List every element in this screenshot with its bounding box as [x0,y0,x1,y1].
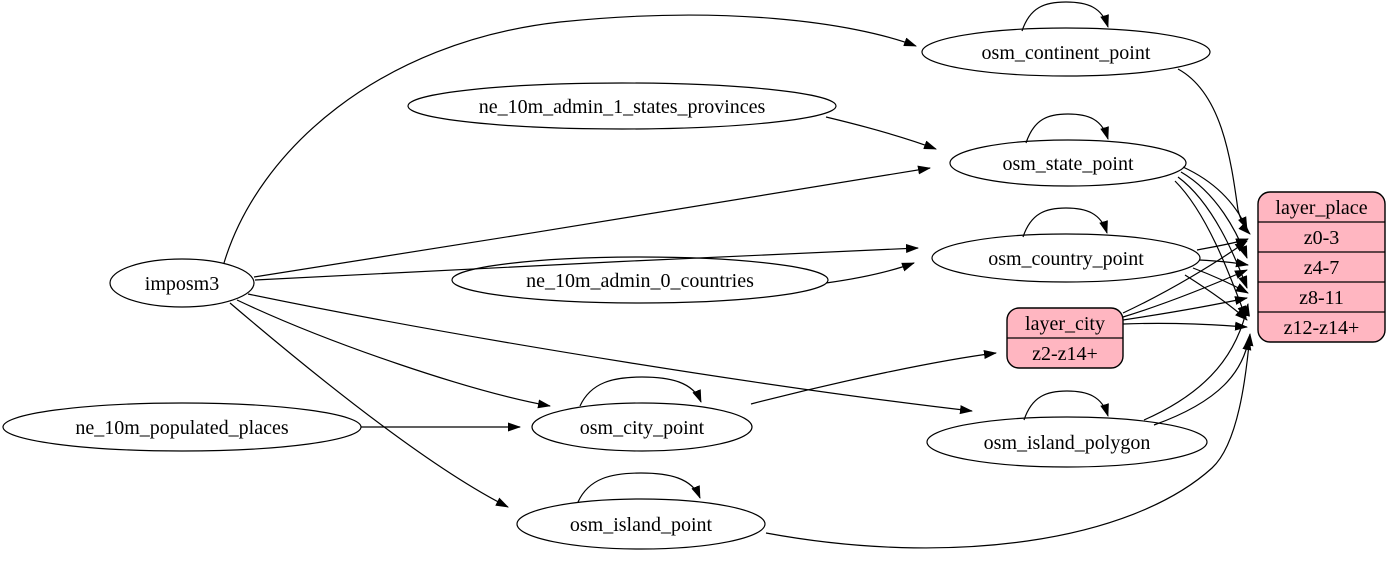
node-osm-country-point: osm_country_point [931,233,1201,283]
node-ne-10m-admin-0-countries: ne_10m_admin_0_countries [451,256,829,304]
edge-ne-10m-admin-0-countries-to-osm-country-point [825,262,915,284]
edge-layer-city-to-layer-place-z4-7 [1122,269,1248,318]
edge-imposm3-to-osm-city-point [236,299,551,409]
osm-island-point-shape [516,498,766,550]
edge-layer-city-to-layer-place-z0-3 [1122,240,1248,314]
layer-place-row-z8-11: z8-11 [1299,287,1344,309]
edge-layer-city-to-layer-place-z12-z14 [1122,321,1248,331]
edge-layer-city-to-layer-place-z8-11 [1122,296,1248,321]
node-osm-island-point: osm_island_point [516,498,766,550]
node-osm-city-point: osm_city_point [531,402,753,452]
edge-imposm3-to-osm-island-polygon [247,293,973,415]
edge-osm-country-point-to-layer-place-z12-z14 [1184,274,1248,321]
ne-10m-admin-0-countries-label: ne_10m_admin_0_countries [526,270,754,292]
osm-island-point-label: osm_island_point [570,514,713,536]
node-ne-10m-populated-places: ne_10m_populated_places [2,402,362,452]
layer-city-row-layer-city: layer_city [1025,313,1105,335]
edge-osm-island-point-to-osm-island-point [577,472,701,503]
edge-osm-continent-point-to-layer-place-z0-3 [1177,68,1251,235]
node-imposm3: imposm3 [109,258,255,308]
osm-country-point-shape [931,233,1201,283]
nodes-layer: imposm3 ne_10m_admin_1_states_provincesne… [2,27,1386,550]
osm-state-point-shape [949,139,1187,187]
imposm3-label: imposm3 [145,273,219,295]
edge-osm-state-point-to-layer-place-z8-11 [1177,176,1248,289]
osm-city-point-label: osm_city_point [580,417,705,439]
osm-city-point-shape [531,402,753,452]
edge-osm-city-point-to-osm-city-point [579,376,702,407]
ne-10m-admin-1-states-provinces-shape [407,82,837,130]
edge-osm-island-polygon-to-osm-island-polygon [1023,390,1109,421]
node-osm-state-point: osm_state_point [949,139,1187,187]
edge-osm-country-point-to-osm-country-point [1022,207,1108,238]
node-osm-island-polygon: osm_island_polygon [926,416,1208,468]
ne-10m-admin-1-states-provinces-label: ne_10m_admin_1_states_provinces [479,96,766,118]
layer-place-row-z0-3: z0-3 [1304,227,1340,249]
osm-country-point-label: osm_country_point [988,248,1144,270]
edge-osm-city-point-to-layer-city-z2-z14 [750,350,997,405]
edge-imposm3-to-osm-country-point [254,243,919,281]
layer-place-row-z12-z14: z12-z14+ [1284,317,1360,339]
edge-ne-10m-admin-1-states-provinces-to-osm-state-point [825,116,937,150]
node-ne-10m-admin-1-states-provinces: ne_10m_admin_1_states_provinces [407,82,837,130]
ne-10m-admin-0-countries-shape [451,256,829,304]
edge-imposm3-to-osm-continent-point [223,14,917,264]
node-layer-place: layer_place z0-3 z4-7 z8-11 z12-z14+ [1257,191,1386,343]
edge-osm-continent-point-to-osm-continent-point [1021,1,1109,32]
edge-osm-island-polygon-to-layer-place-z8-11 [1143,303,1250,421]
ne-10m-populated-places-label: ne_10m_populated_places [75,417,288,439]
edge-imposm3-to-osm-island-point [229,302,509,508]
osm-continent-point-label: osm_continent_point [982,42,1151,64]
node-layer-city: layer_city z2-z14+ [1006,307,1124,369]
edge-osm-country-point-to-layer-place-z0-3 [1196,238,1249,251]
edge-osm-country-point-to-layer-place-z4-7 [1198,258,1249,268]
edge-osm-country-point-to-layer-place-z8-11 [1192,267,1249,294]
edge-osm-state-point-to-osm-state-point [1025,113,1109,144]
edge-osm-state-point-to-layer-place-z0-3 [1182,166,1248,230]
edge-osm-island-point-to-layer-place-z12-z14 [765,333,1254,549]
layer-place-row-z4-7: z4-7 [1304,257,1340,279]
layer-place-shape [1257,191,1386,343]
osm-state-point-label: osm_state_point [1002,153,1134,175]
edges-layer [223,1,1254,549]
edge-imposm3-to-osm-state-point [253,165,931,278]
osm-continent-point-shape [921,27,1211,77]
edge-osm-state-point-to-layer-place-z4-7 [1180,171,1248,259]
layer-city-row-z2-z14: z2-z14+ [1032,343,1098,365]
osm-island-polygon-label: osm_island_polygon [984,432,1151,454]
imposm3-shape [109,258,255,308]
node-osm-continent-point: osm_continent_point [921,27,1211,77]
layer-place-row-layer-place: layer_place [1275,197,1367,219]
osm-island-polygon-shape [926,416,1208,468]
edge-osm-island-polygon-to-layer-place-z12-z14 [1153,337,1252,426]
